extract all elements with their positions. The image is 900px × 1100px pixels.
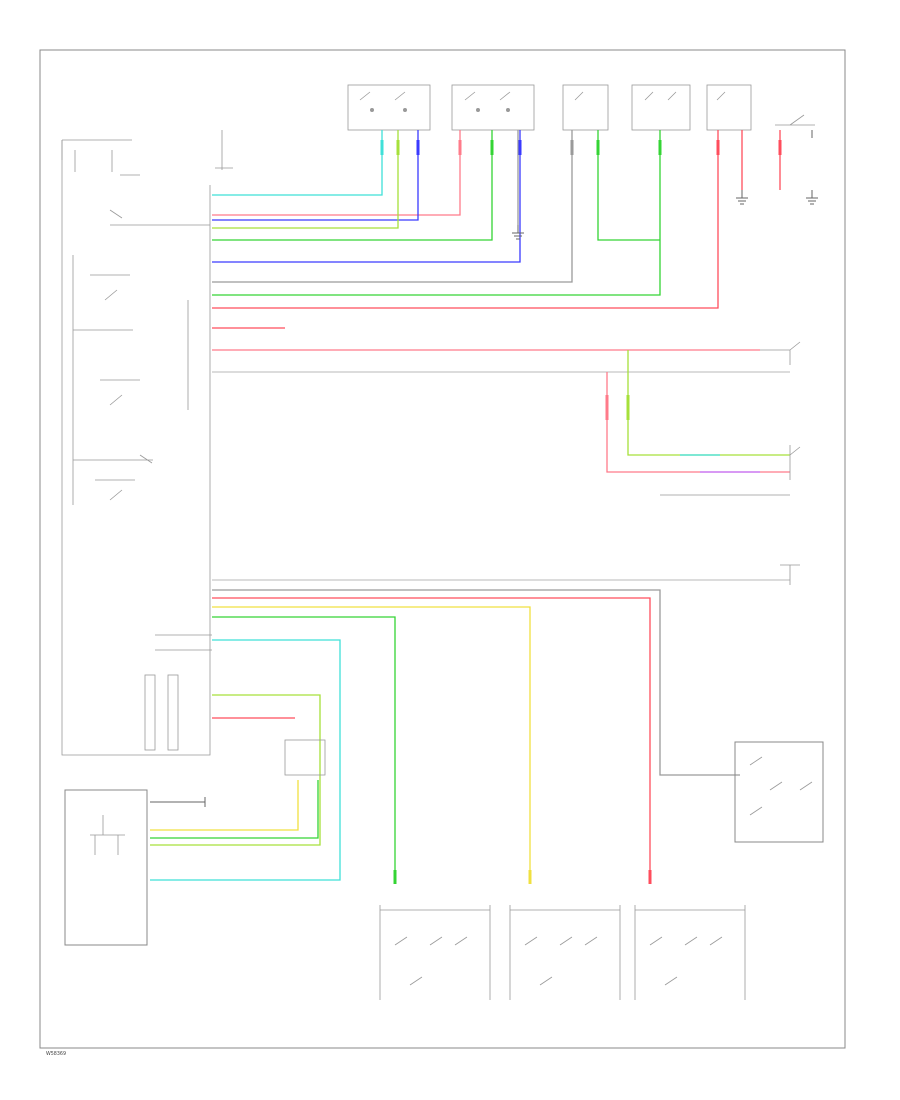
fuse-block: [61, 130, 233, 176]
footer-code: W58369: [46, 1051, 66, 1057]
top-switch-6: [775, 114, 815, 138]
lower-left-control-unit: [64, 789, 206, 946]
top-component-3: [562, 84, 609, 131]
top-component-1: [347, 84, 431, 131]
wire-grn-ylw-1: [212, 130, 399, 229]
bottom-switch-2: [509, 905, 621, 1000]
left-lower-harness: [144, 634, 341, 881]
ground-icon: [512, 190, 818, 240]
right-switch-upper: [760, 341, 801, 373]
left-control-module: [61, 140, 211, 756]
bottom-switch-3: [634, 905, 746, 1000]
wire-connectors: [380, 140, 782, 420]
top-component-2: [451, 84, 535, 131]
wire-blu-1: [212, 130, 419, 221]
bottom-switch-1: [379, 905, 491, 1000]
right-lower-switch-module: [734, 741, 824, 843]
lower-wire-harness: [212, 579, 790, 884]
wire-grn-2: [212, 130, 661, 296]
wire-harness: [212, 130, 781, 373]
wire-red-wht-1: [212, 130, 461, 216]
motor-icon: [780, 564, 800, 585]
wire-red-blk-1: [212, 130, 719, 309]
wire-blu-2: [212, 130, 521, 263]
right-junction-wires: [606, 350, 801, 496]
top-component-4: [631, 84, 691, 131]
diagram-frame: [39, 49, 846, 1049]
wire-grn-1: [212, 130, 493, 241]
wire-ltgrn-blk: [212, 130, 383, 196]
top-component-5: [706, 84, 752, 131]
wire-gry-1: [212, 130, 573, 283]
